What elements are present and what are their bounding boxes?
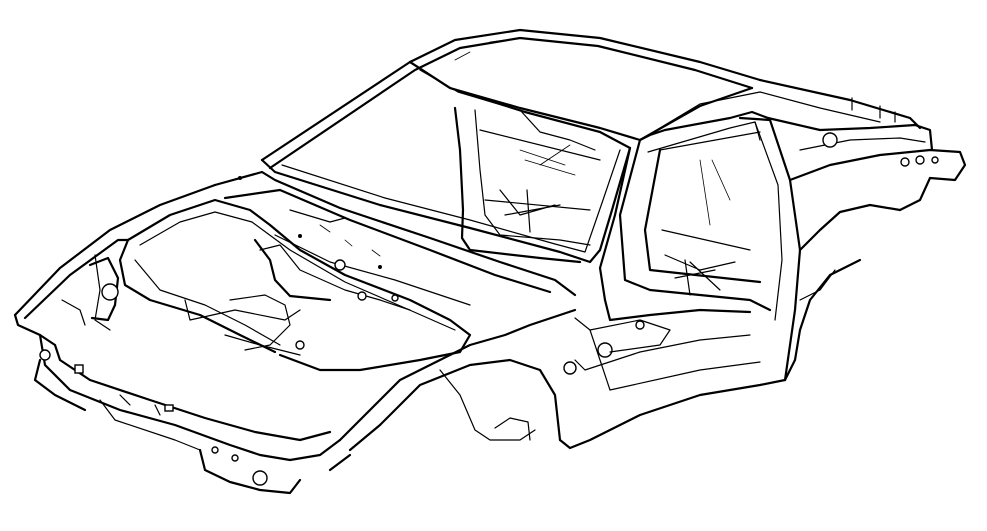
rear-wheel-arch xyxy=(783,258,862,382)
rear-interior xyxy=(453,106,601,264)
a-pillar xyxy=(598,110,770,302)
front-cross-member xyxy=(33,333,342,495)
detail-marks xyxy=(238,39,506,269)
rocker-sill xyxy=(328,298,787,472)
rear-quarter xyxy=(766,97,967,252)
cowl-firewall xyxy=(213,170,577,350)
rear-door-frame xyxy=(618,116,802,382)
windshield-opening xyxy=(260,60,632,264)
front-fender xyxy=(13,183,217,347)
engine-bay xyxy=(118,198,472,372)
roof-frame xyxy=(260,28,922,170)
